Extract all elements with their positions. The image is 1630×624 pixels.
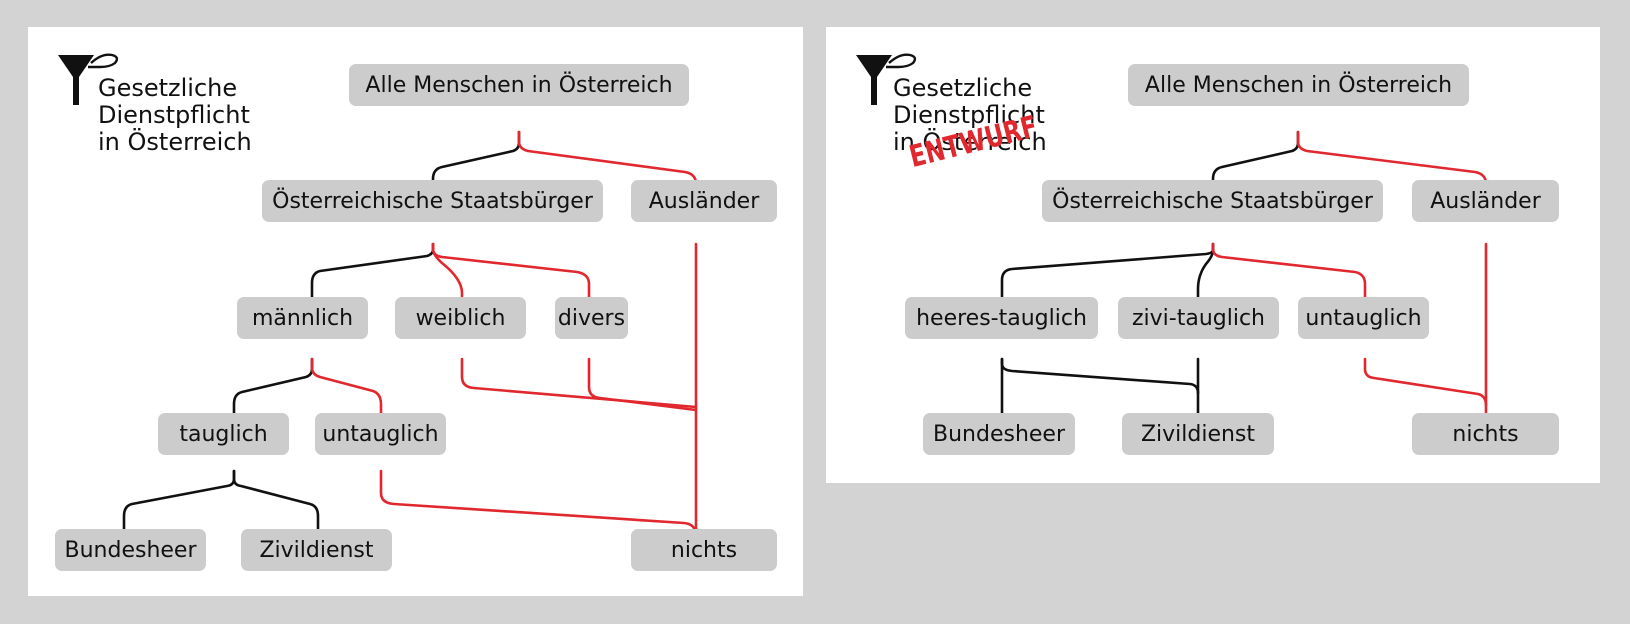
node-civil-service: Zivildienst <box>1122 413 1274 455</box>
title-line: in Österreich <box>98 128 252 156</box>
node-army: Bundesheer <box>923 413 1075 455</box>
diagram-panel-current: Gesetzliche Dienstpflicht in Österreich … <box>28 27 803 596</box>
edge-citizens-diverse <box>431 242 591 319</box>
node-all-people: Alle Menschen in Österreich <box>1128 64 1469 106</box>
diagram-title: Gesetzliche Dienstpflicht in Österreich <box>893 75 1047 156</box>
title-line: Gesetzliche <box>98 74 238 102</box>
edge-root-foreigners <box>517 130 698 204</box>
edge-unfit-nothing <box>1363 357 1488 407</box>
node-unfit: untauglich <box>1298 297 1429 339</box>
node-all-people: Alle Menschen in Österreich <box>349 64 689 106</box>
node-foreigners: Ausländer <box>631 180 777 222</box>
funnel-logo-icon <box>58 53 119 105</box>
edge-diverse-nothing <box>587 357 698 412</box>
node-nothing: nichts <box>631 529 777 571</box>
title-line: Dienstpflicht <box>98 101 250 129</box>
node-nothing: nichts <box>1412 413 1559 455</box>
title-line: Gesetzliche <box>893 74 1033 102</box>
tree-edges <box>122 130 698 541</box>
edge-army-fit-civil <box>1000 357 1200 395</box>
edge-citizens-unfit <box>1211 242 1367 319</box>
node-fit: tauglich <box>158 413 289 455</box>
node-male: männlich <box>237 297 368 339</box>
title-line: Dienstpflicht <box>893 101 1045 129</box>
diagram-title: Gesetzliche Dienstpflicht in Österreich <box>98 75 252 156</box>
diagram-panel-draft: Gesetzliche Dienstpflicht in Österreich … <box>826 27 1600 483</box>
node-unfit: untauglich <box>315 413 446 455</box>
edge-female-nothing <box>460 357 698 409</box>
node-citizens: Österreichische Staatsbürger <box>262 180 603 222</box>
node-army-fit: heeres-tauglich <box>905 297 1098 339</box>
edge-unfit-nothing <box>379 469 698 538</box>
funnel-logo-icon <box>856 53 917 105</box>
node-civil-fit: zivi-tauglich <box>1118 297 1279 339</box>
edge-root-foreigners <box>1296 130 1488 204</box>
node-army: Bundesheer <box>55 529 206 571</box>
node-foreigners: Ausländer <box>1412 180 1559 222</box>
node-citizens: Österreichische Staatsbürger <box>1042 180 1383 222</box>
node-female: weiblich <box>395 297 526 339</box>
node-civil-service: Zivildienst <box>241 529 392 571</box>
edge-fit-civil <box>232 469 320 541</box>
node-diverse: divers <box>555 297 628 339</box>
title-line: in Österreich <box>893 128 1047 156</box>
edge-male-unfit <box>310 357 383 431</box>
